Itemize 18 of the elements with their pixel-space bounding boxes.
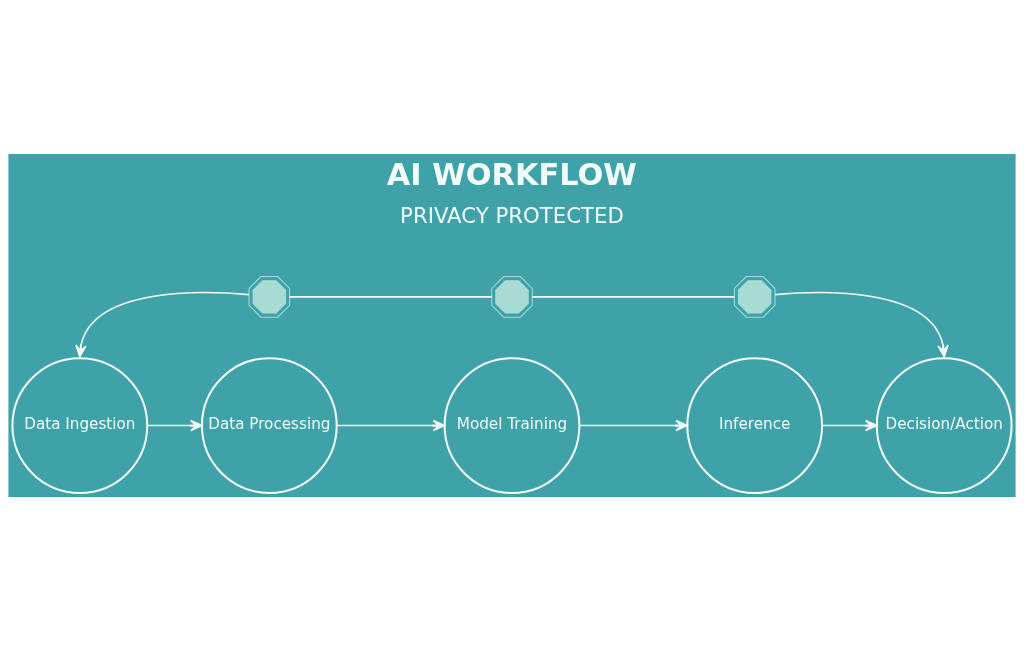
connector (288, 296, 493, 298)
connector (531, 296, 736, 298)
arrow (578, 419, 688, 432)
node-picture (491, 276, 533, 318)
node-picture (733, 276, 776, 318)
arrow (146, 419, 203, 432)
node-circle: Decision/Action (875, 357, 1013, 494)
node-circle: Model Training (443, 357, 581, 494)
arrow (335, 419, 446, 432)
arrow (774, 291, 949, 358)
diagram-title: AI WORKFLOW (386, 157, 637, 193)
label: PRIVACY PROTECTED (400, 203, 624, 229)
node-picture (248, 276, 291, 318)
arrow (821, 419, 878, 432)
node-circle: Data Ingestion (11, 357, 149, 494)
node-circle: Inference (686, 357, 824, 494)
node-circle: Data Processing (200, 357, 338, 494)
arrow (75, 291, 250, 358)
